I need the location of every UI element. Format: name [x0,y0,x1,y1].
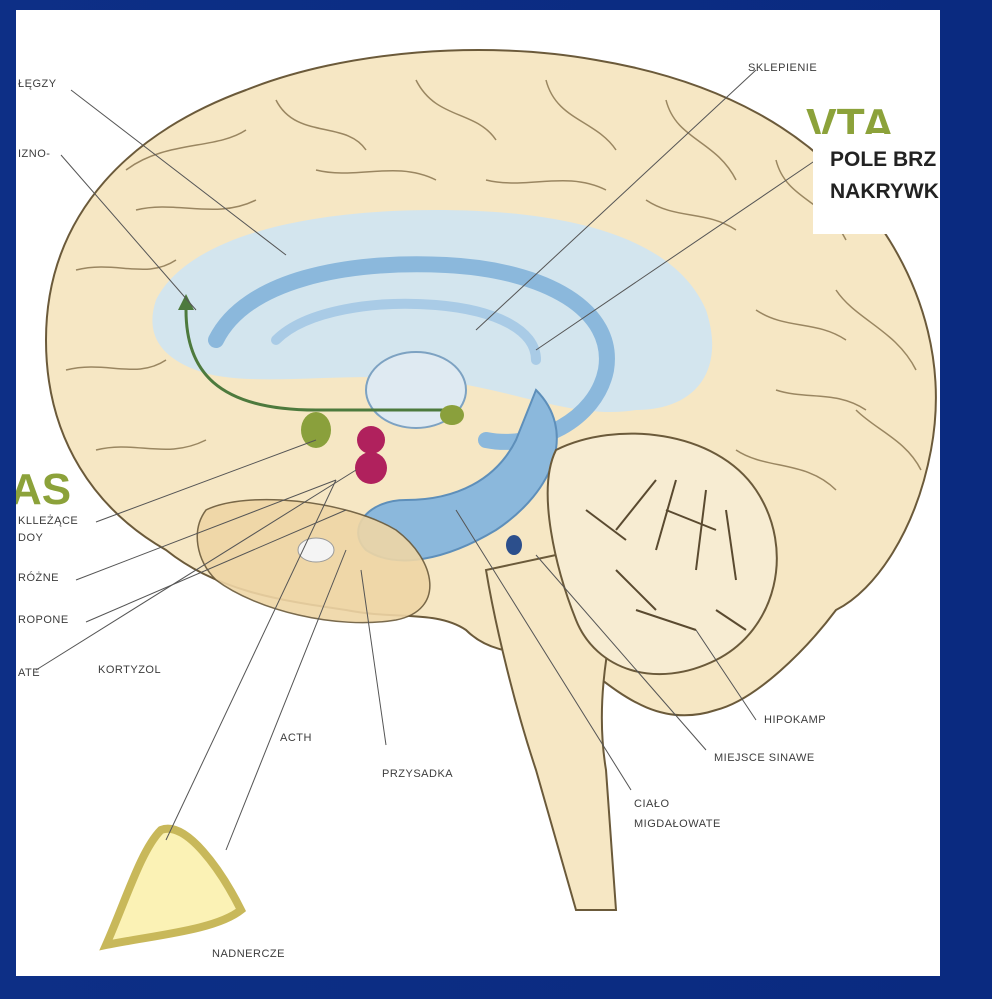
label-left-a2: DOY [18,532,43,544]
label-top-left-1: ŁĘGZY [18,78,57,90]
locus-coeruleus [506,535,522,555]
label-kortyzol: KORTYZOL [98,664,161,676]
nucleus-accumbens [301,412,331,448]
label-left-b: RÓŻNE [18,572,59,584]
brain-sagittal-illustration [16,10,940,976]
label-left-c: ROPONE [18,614,69,626]
vta-caption-line-2: NAKRYWK [830,180,939,204]
vta-caption-box: POLE BRZ NAKRYWK [813,134,940,234]
label-hipokamp: HIPOKAMP [764,714,826,726]
label-cialo: CIAŁO [634,798,670,810]
label-miejsce-sinawe: MIEJSCE SINAWE [714,752,815,764]
as-title: AS [16,465,71,515]
hypothalamus-nucleus-1 [357,426,385,454]
vta-nucleus [440,405,464,425]
hypothalamus-nucleus-2 [355,452,387,484]
slide-canvas: ŁĘGZY IZNO- SKLEPIENIE VTA POLE BRZ NAKR… [16,10,940,976]
label-migdalowate: MIGDAŁOWATE [634,818,721,830]
adrenal-gland [106,829,241,945]
label-nadnercze: NADNERCZE [212,948,285,960]
label-acth: ACTH [280,732,312,744]
vta-caption-line-1: POLE BRZ [830,148,936,172]
label-left-a: KLLEŻĄCE [18,515,78,527]
label-left-d: ATE [18,667,40,679]
label-przysadka: PRZYSADKA [382,768,453,780]
label-top-left-2: IZNO- [18,148,50,160]
label-sklepienie: SKLEPIENIE [748,62,817,74]
